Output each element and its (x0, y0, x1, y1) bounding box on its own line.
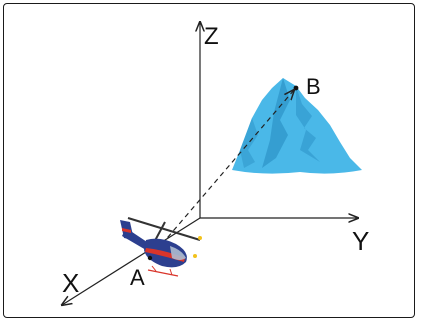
point-a (147, 255, 153, 261)
point-a-label: A (130, 265, 145, 290)
helicopter (120, 217, 202, 277)
point-b-label: B (306, 74, 321, 99)
point-b (293, 85, 299, 91)
y-axis-label: Y (352, 226, 369, 256)
z-axis-label: Z (204, 23, 219, 50)
x-axis-label: X (62, 268, 79, 298)
path-a-to-b (149, 90, 294, 259)
mountain (232, 78, 362, 174)
